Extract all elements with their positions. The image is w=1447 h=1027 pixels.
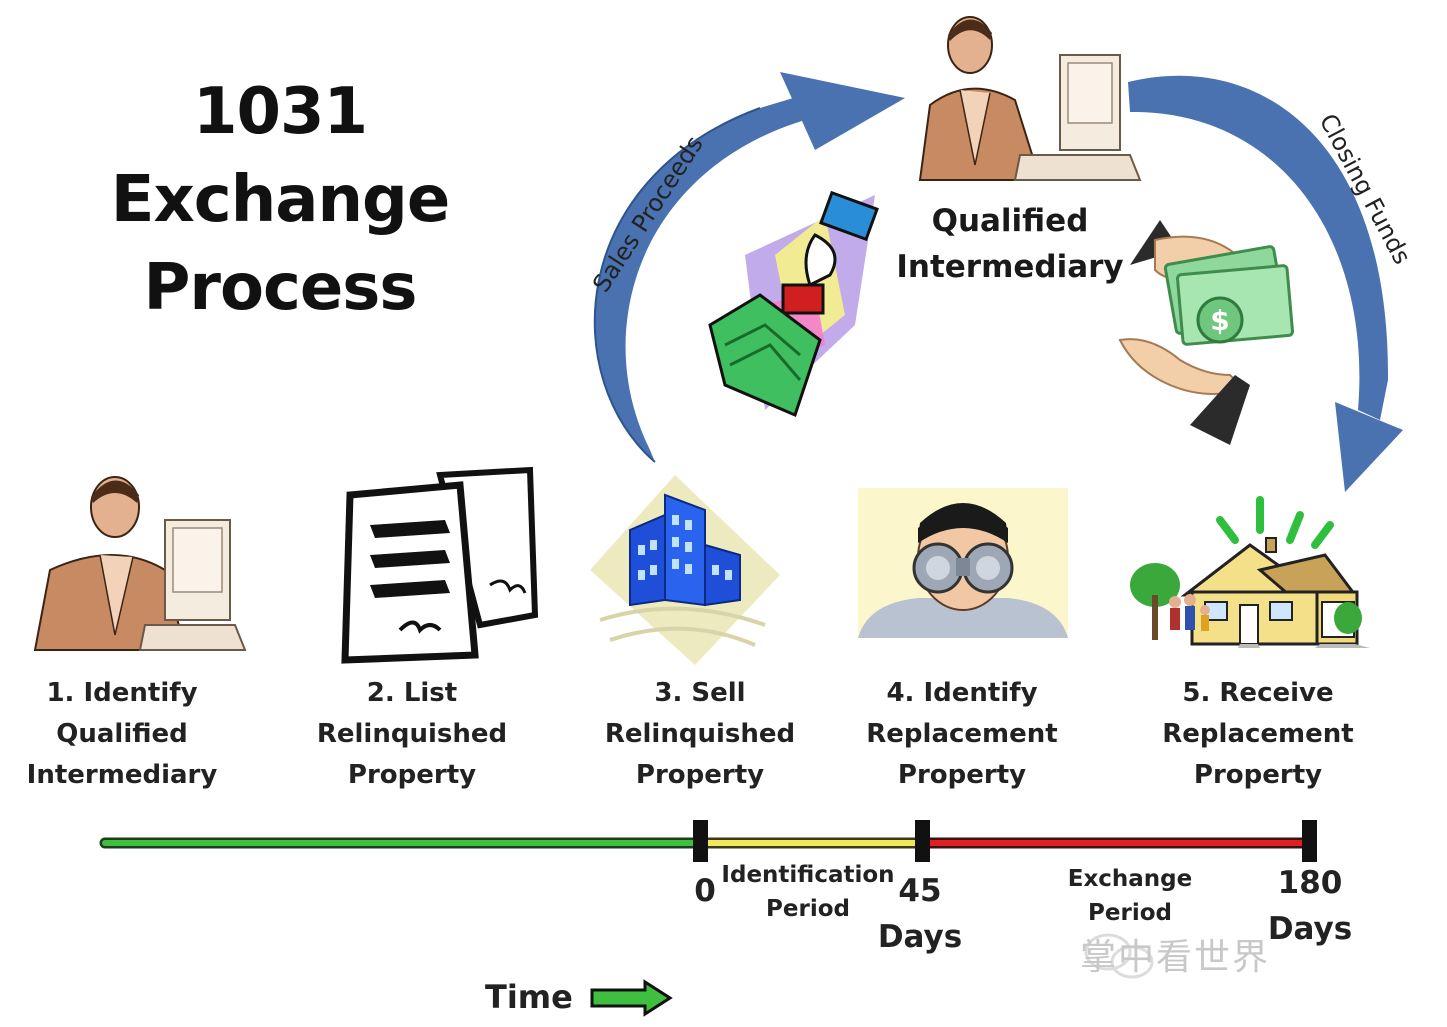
exchange-period-label: Exchange Period — [1040, 862, 1220, 930]
step3-office-building-icon — [590, 475, 780, 665]
step-1-line2: Qualified — [56, 719, 188, 749]
marker-45-unit: Days — [877, 919, 963, 955]
step-3-label: 3. Sell Relinquished Property — [580, 673, 820, 796]
page-title-line1: 1031 Exchange — [110, 75, 450, 237]
step-2-line1: 2. List — [366, 678, 458, 708]
money-chain-icon — [708, 190, 879, 418]
step5-house-family-icon — [1130, 496, 1370, 648]
timeline-marker-45 — [915, 820, 930, 862]
identification-period-line1: Identification — [721, 862, 895, 888]
step-1-label: 1. Identify Qualified Intermediary — [2, 673, 242, 796]
step2-documents-icon — [341, 466, 539, 664]
marker-180-unit: Days — [1267, 911, 1353, 947]
watermark-text: 掌中看世界 — [1080, 937, 1271, 978]
watermark-logo-icon — [1084, 933, 1154, 979]
step-5-label: 5. Receive Replacement Property — [1138, 673, 1378, 796]
intermediary-label-line1: Qualified — [931, 203, 1089, 239]
marker-45-label: 45 Days — [860, 868, 980, 960]
marker-45-value: 45 — [898, 873, 942, 909]
step-2-line3: Property — [347, 760, 477, 790]
svg-text:$: $ — [1210, 304, 1229, 337]
step-3-line1: 3. Sell — [654, 678, 746, 708]
identification-period-label: Identification Period — [718, 858, 898, 926]
step-1-line1: 1. Identify — [46, 678, 198, 708]
businessman-computer-icon — [918, 16, 1142, 181]
exchange-period-line2: Period — [1088, 900, 1172, 926]
page-title: 1031 Exchange Process — [20, 68, 540, 332]
identification-period-line2: Period — [766, 896, 850, 922]
step-2-line2: Relinquished — [316, 719, 508, 749]
closing-funds-arrow — [1128, 75, 1403, 492]
step-4-label: 4. Identify Replacement Property — [842, 673, 1082, 796]
step-5-line1: 5. Receive — [1182, 678, 1334, 708]
time-arrow-icon — [590, 979, 673, 1017]
exchange-period-line1: Exchange — [1067, 866, 1193, 892]
step1-businessman-icon — [33, 476, 247, 651]
intermediary-label: Qualified Intermediary — [880, 198, 1140, 290]
step-1-line3: Intermediary — [26, 760, 218, 790]
marker-0-value: 0 — [694, 873, 716, 909]
marker-180-value: 180 — [1277, 865, 1343, 901]
timeline-marker-0 — [693, 820, 708, 862]
step-3-line3: Property — [635, 760, 765, 790]
hands-money-icon: $ — [1118, 220, 1295, 445]
step-5-line2: Replacement — [1162, 719, 1354, 749]
marker-0-label: 0 — [675, 868, 735, 914]
step-2-label: 2. List Relinquished Property — [292, 673, 532, 796]
step-5-line3: Property — [1193, 760, 1323, 790]
sales-proceeds-arrow — [593, 72, 905, 463]
step-4-line2: Replacement — [866, 719, 1058, 749]
marker-180-label: 180 Days — [1250, 860, 1370, 952]
intermediary-label-line2: Intermediary — [896, 249, 1124, 285]
step-4-line1: 4. Identify — [886, 678, 1038, 708]
time-label: Time — [485, 978, 573, 1016]
page-title-line2: Process — [143, 251, 418, 325]
step-3-line2: Relinquished — [604, 719, 796, 749]
timeline — [99, 820, 1317, 862]
timeline-marker-180 — [1302, 820, 1317, 862]
step4-binoculars-man-icon — [858, 488, 1068, 638]
step-4-line3: Property — [897, 760, 1027, 790]
